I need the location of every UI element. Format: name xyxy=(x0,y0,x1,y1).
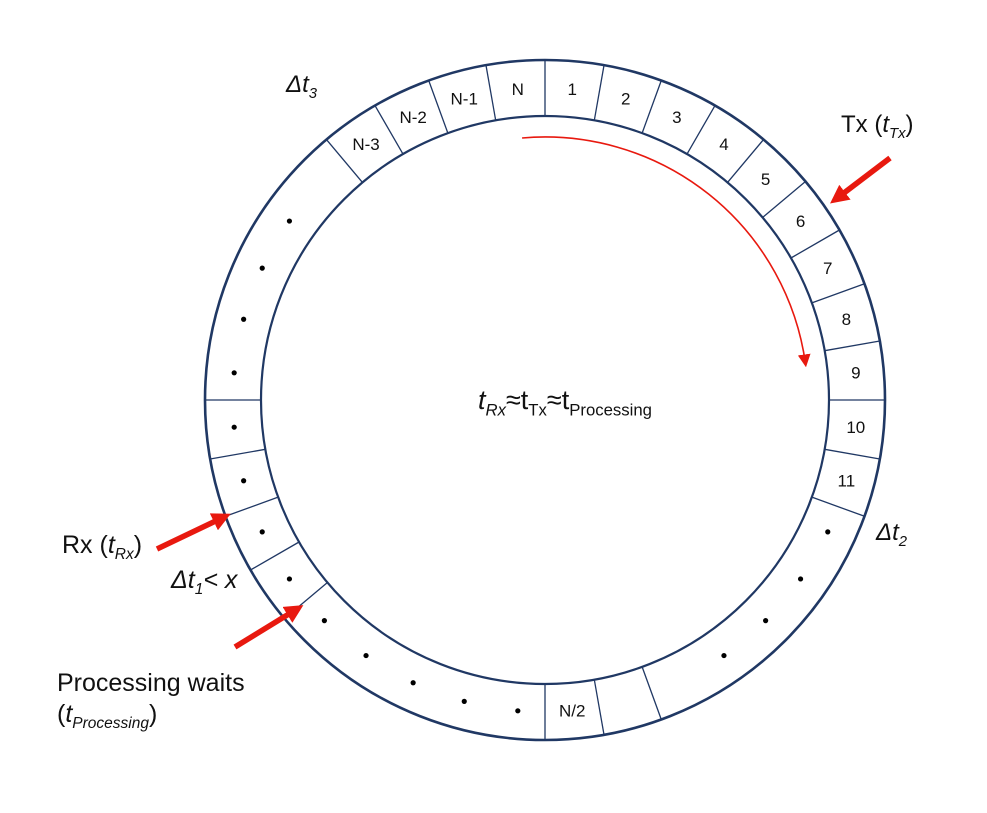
tx-t: t xyxy=(882,111,889,138)
processing-t: t xyxy=(65,700,73,729)
slot-label-9: 9 xyxy=(851,364,860,383)
slot-divider xyxy=(374,105,404,155)
slot-divider xyxy=(593,65,605,121)
slot-label-1: 1 xyxy=(567,80,576,99)
processing-post: ) xyxy=(148,700,158,729)
delta-t1-text: Δt xyxy=(171,566,195,594)
slot-dot xyxy=(763,618,769,624)
label-processing-waits: Processing waits (tProcessing) xyxy=(57,668,245,733)
slot-dot xyxy=(231,424,237,430)
slot-divider xyxy=(641,80,662,134)
delta-t1-sub: 1 xyxy=(194,581,204,598)
slot-divider xyxy=(325,139,363,183)
slot-label-N-3: N-3 xyxy=(352,135,379,154)
processing-line2: (tProcessing) xyxy=(57,699,245,733)
slot-divider xyxy=(811,496,865,517)
slot-divider xyxy=(790,229,840,259)
slot-divider xyxy=(686,105,716,155)
slot-label-10: 10 xyxy=(846,418,865,437)
slot-dot xyxy=(241,478,247,484)
slot-divider xyxy=(762,180,806,218)
slot-divider xyxy=(593,679,605,735)
slot-divider xyxy=(485,65,497,121)
center-a1: ≈t xyxy=(505,385,529,416)
slot-divider xyxy=(824,448,880,460)
slot-dot xyxy=(321,618,327,624)
slot-label-8: 8 xyxy=(842,310,851,329)
slot-dot xyxy=(259,529,265,535)
slot-label-5: 5 xyxy=(761,170,770,189)
slot-dot xyxy=(259,265,265,271)
tx-pre: Tx ( xyxy=(841,111,883,138)
slot-dot xyxy=(363,652,369,659)
center-s2: Tx xyxy=(528,400,547,420)
delta-t2-sub: 2 xyxy=(898,533,908,550)
slot-dot xyxy=(825,529,831,535)
slot-divider xyxy=(428,80,449,134)
slot-divider xyxy=(824,340,880,352)
processing-arrow xyxy=(233,605,304,650)
label-tx: Tx (tTx) xyxy=(841,110,914,142)
label-rx: Rx (tRx) xyxy=(62,530,143,563)
label-delta-t1: Δt1< x xyxy=(171,565,238,598)
slot-label-2: 2 xyxy=(621,89,630,108)
center-s1: Rx xyxy=(485,400,506,420)
processing-line1: Processing waits xyxy=(57,669,245,697)
slot-dot xyxy=(231,370,237,376)
delta-t1-post: < x xyxy=(203,566,238,594)
slot-dot xyxy=(286,218,293,224)
slot-label-N-2: N-2 xyxy=(399,108,426,127)
slot-label-4: 4 xyxy=(719,135,728,154)
slot-dot xyxy=(797,576,804,582)
label-delta-t2: Δt2 xyxy=(876,518,908,550)
center-a2: ≈t xyxy=(546,385,570,416)
slot-divider xyxy=(811,283,865,304)
rx-sub: Rx xyxy=(114,546,134,563)
slot-divider xyxy=(727,139,765,183)
center-s3: Processing xyxy=(569,400,653,420)
processing-sub: Processing xyxy=(72,715,149,733)
label-delta-t3: Δt3 xyxy=(286,70,318,102)
slot-label-3: 3 xyxy=(672,108,681,127)
rx-t: t xyxy=(107,531,115,559)
slot-label-N-1: N-1 xyxy=(451,89,478,108)
slot-label-N/2: N/2 xyxy=(559,702,585,721)
rx-post: ) xyxy=(133,531,143,559)
label-center-equation: tRx≈tTx≈tProcessing xyxy=(478,384,652,418)
delta-t3-text: Δt xyxy=(286,71,309,98)
slot-divider xyxy=(641,666,662,720)
delta-t3-sub: 3 xyxy=(308,85,318,102)
slot-divider xyxy=(210,448,266,460)
slot-dot xyxy=(515,708,521,714)
slot-dot xyxy=(721,652,727,659)
tx-arrow xyxy=(830,155,892,204)
tx-sub: Tx xyxy=(889,125,906,142)
tx-post: ) xyxy=(905,111,914,138)
slot-divider xyxy=(250,541,300,571)
slot-dot xyxy=(461,698,467,704)
slot-label-7: 7 xyxy=(823,259,832,278)
rx-pre: Rx ( xyxy=(62,531,108,559)
rx-arrow xyxy=(155,513,231,552)
slot-divider xyxy=(225,496,279,517)
slot-label-6: 6 xyxy=(796,212,805,231)
slot-dot xyxy=(286,576,293,582)
slot-dot xyxy=(410,680,416,686)
rotation-direction-arrow xyxy=(522,136,811,368)
processing-pre: ( xyxy=(57,700,66,729)
slot-dot xyxy=(241,316,247,322)
center-t1: t xyxy=(477,385,486,416)
delta-t2-text: Δt xyxy=(876,519,899,546)
slot-label-N: N xyxy=(512,80,524,99)
slot-label-11: 11 xyxy=(838,472,856,491)
